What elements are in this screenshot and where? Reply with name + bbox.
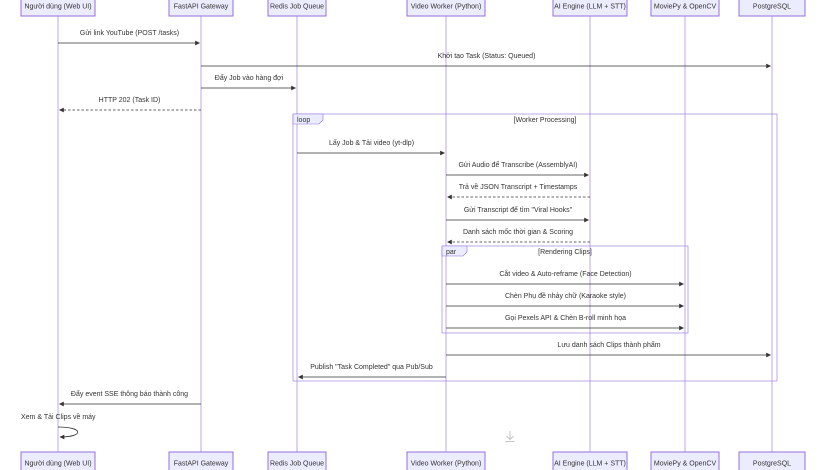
message-8: Gửi Transcript để tìm "Viral Hooks"	[446, 206, 589, 223]
message-15: Đẩy event SSE thông báo thành công	[59, 390, 201, 407]
message-text: Cắt video & Auto-reframe (Face Detection…	[499, 269, 631, 278]
actor-label: FastAPI Gateway	[174, 4, 229, 11]
actor-label: AI Engine (LLM + STT)	[554, 4, 626, 11]
message-text: Đẩy Job vào hàng đợi	[215, 74, 284, 82]
message-text: HTTP 202 (Task ID)	[99, 97, 161, 104]
actor-postgresql-bottom: PostgreSQL	[738, 451, 806, 470]
actors-bottom: Người dùng (Web UI) FastAPI Gateway Redis …	[20, 451, 806, 470]
message-13: Lưu danh sách Clips thành phẩm	[446, 341, 771, 358]
actor-label: MoviePy & OpenCV	[654, 4, 717, 11]
message-14: Publish "Task Completed" qua Pub/Sub	[298, 364, 446, 380]
actor-label: AI Engine (LLM + STT)	[554, 461, 626, 468]
frame-loop: loop [Worker Processing]	[292, 113, 778, 382]
actor-fastapi-gateway-bottom: FastAPI Gateway	[168, 451, 234, 470]
download-icon[interactable]	[505, 431, 515, 442]
message-text: Chèn Phụ đề nhảy chữ (Karaoke style)	[505, 291, 626, 300]
actor-fastapi-gateway-top: FastAPI Gateway	[168, 0, 234, 17]
self-message-arrow	[57, 426, 79, 440]
actor-label: Redis Job Queue	[270, 4, 324, 11]
actors-top: Người dùng (Web UI) FastAPI Gateway Redis …	[20, 0, 806, 17]
actor-label: Redis Job Queue	[270, 461, 324, 468]
message-text: Gửi Audio để Transcribe (AssemblyAI)	[458, 161, 577, 169]
actor-label: PostgreSQL	[753, 4, 791, 11]
frame-par: par [Rendering Clips]	[441, 245, 689, 334]
lifelines	[57, 16, 773, 452]
actor-label: PostgreSQL	[753, 461, 791, 468]
message-11: Chèn Phụ đề nhảy chữ (Karaoke style)	[446, 291, 684, 309]
actor-nguoi-dung-web-ui-top: Người dùng (Web UI)	[20, 0, 96, 17]
actor-ai-engine-llm-stt-top: AI Engine (LLM + STT)	[552, 0, 628, 17]
actor-video-worker-python-top: Video Worker (Python)	[406, 0, 486, 17]
actor-label: FastAPI Gateway	[174, 461, 229, 468]
message-text: Publish "Task Completed" qua Pub/Sub	[310, 364, 433, 371]
message-3: Đẩy Job vào hàng đợi	[201, 74, 296, 91]
actor-moviepy-opencv-bottom: MoviePy & OpenCV	[650, 451, 720, 470]
frame-title-par: [Rendering Clips]	[538, 249, 592, 256]
actor-label: Người dùng (Web UI)	[24, 4, 91, 11]
message-text: Trả về JSON Transcript + Timestamps	[459, 182, 578, 191]
message-text: Đẩy event SSE thông báo thành công	[71, 390, 188, 398]
actor-nguoi-dung-web-ui-bottom: Người dùng (Web UI)	[20, 451, 96, 470]
message-9: Danh sách mốc thời gian & Scoring	[447, 227, 590, 245]
message-text: Lưu danh sách Clips thành phẩm	[557, 341, 660, 349]
message-12: Gọi Pexels API & Chèn B-roll minh họa	[446, 315, 684, 331]
message-text: Gửi link YouTube (POST /tasks)	[80, 29, 179, 37]
message-5: Lấy Job & Tải video (yt-dlp)	[297, 138, 445, 156]
message-16: Xem & Tải Clips về máy	[21, 412, 96, 440]
actor-video-worker-python-bottom: Video Worker (Python)	[406, 451, 486, 470]
message-text: Xem & Tải Clips về máy	[21, 412, 96, 421]
frame-title-loop: [Worker Processing]	[514, 117, 577, 124]
message-10: Cắt video & Auto-reframe (Face Detection…	[446, 269, 684, 287]
actor-label: Video Worker (Python)	[411, 4, 482, 11]
message-7: Trả về JSON Transcript + Timestamps	[447, 182, 590, 200]
frame-label-par: par	[446, 249, 457, 256]
actor-redis-job-queue-bottom: Redis Job Queue	[267, 451, 327, 470]
message-text: Danh sách mốc thời gian & Scoring	[463, 227, 573, 236]
message-4: HTTP 202 (Task ID)	[59, 97, 201, 113]
message-text: Lấy Job & Tải video (yt-dlp)	[329, 138, 414, 147]
message-1: Gửi link YouTube (POST /tasks)	[58, 29, 200, 46]
actor-label: Người dùng (Web UI)	[24, 461, 91, 468]
frame-label-loop: loop	[297, 117, 310, 124]
actor-label: MoviePy & OpenCV	[654, 461, 717, 468]
message-text: Gửi Transcript để tìm "Viral Hooks"	[464, 206, 573, 214]
actor-ai-engine-llm-stt-bottom: AI Engine (LLM + STT)	[552, 451, 628, 470]
message-text: Khởi tạo Task (Status: Queued)	[438, 52, 536, 60]
actor-postgresql-top: PostgreSQL	[738, 0, 806, 17]
messages: Gửi link YouTube (POST /tasks) Khởi tạo T…	[21, 29, 771, 440]
actor-redis-job-queue-top: Redis Job Queue	[267, 0, 327, 17]
message-2: Khởi tạo Task (Status: Queued)	[201, 52, 771, 69]
message-text: Gọi Pexels API & Chèn B-roll minh họa	[505, 315, 626, 322]
actor-label: Video Worker (Python)	[411, 461, 482, 468]
message-6: Gửi Audio để Transcribe (AssemblyAI)	[446, 161, 589, 178]
actor-moviepy-opencv-top: MoviePy & OpenCV	[650, 0, 720, 17]
